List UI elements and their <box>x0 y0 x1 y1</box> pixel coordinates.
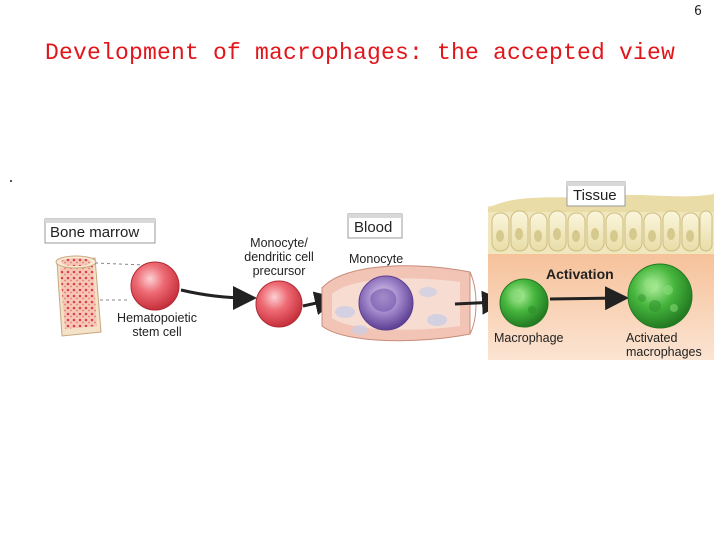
tissue-label-box: Tissue <box>566 181 626 207</box>
macrophage-cell <box>499 278 549 328</box>
stem-cell-label-line2: stem cell <box>132 325 181 339</box>
stray-mark <box>10 180 12 182</box>
monocyte-dendritic-precursor-cell <box>255 280 303 328</box>
macrophage-label: Macrophage <box>494 331 564 345</box>
slide-title: Development of macrophages: the accepted… <box>44 40 676 66</box>
monocyte-cell <box>358 275 414 331</box>
stem-cell-label-line1: Hematopoietic <box>117 311 197 325</box>
activated-macrophage-cell <box>627 263 693 329</box>
bone-marrow-label: Bone marrow <box>50 224 139 241</box>
tissue-label: Tissue <box>573 187 617 204</box>
blood-label-box: Blood <box>347 213 403 239</box>
precursor-label-line1: Monocyte/ <box>250 236 308 250</box>
bone-marrow-label-box: Bone marrow <box>44 218 156 244</box>
slide-number: 6 <box>694 4 702 19</box>
activated-label-line1: Activated <box>626 331 677 345</box>
monocyte-label: Monocyte <box>349 252 403 266</box>
arrow-macrophage-to-activated <box>549 286 629 311</box>
activated-label-line2: macrophages <box>626 345 702 359</box>
precursor-label-line2: dendritic cell <box>244 250 313 264</box>
blood-label: Blood <box>354 219 392 236</box>
tissue-panel <box>488 194 714 360</box>
callout-lines <box>94 262 146 301</box>
hematopoietic-stem-cell <box>130 261 180 311</box>
precursor-label-line3: precursor <box>253 264 306 278</box>
arrow-stem-to-precursor <box>180 285 257 310</box>
activation-label: Activation <box>546 266 614 282</box>
bone-cross-section <box>55 255 102 337</box>
